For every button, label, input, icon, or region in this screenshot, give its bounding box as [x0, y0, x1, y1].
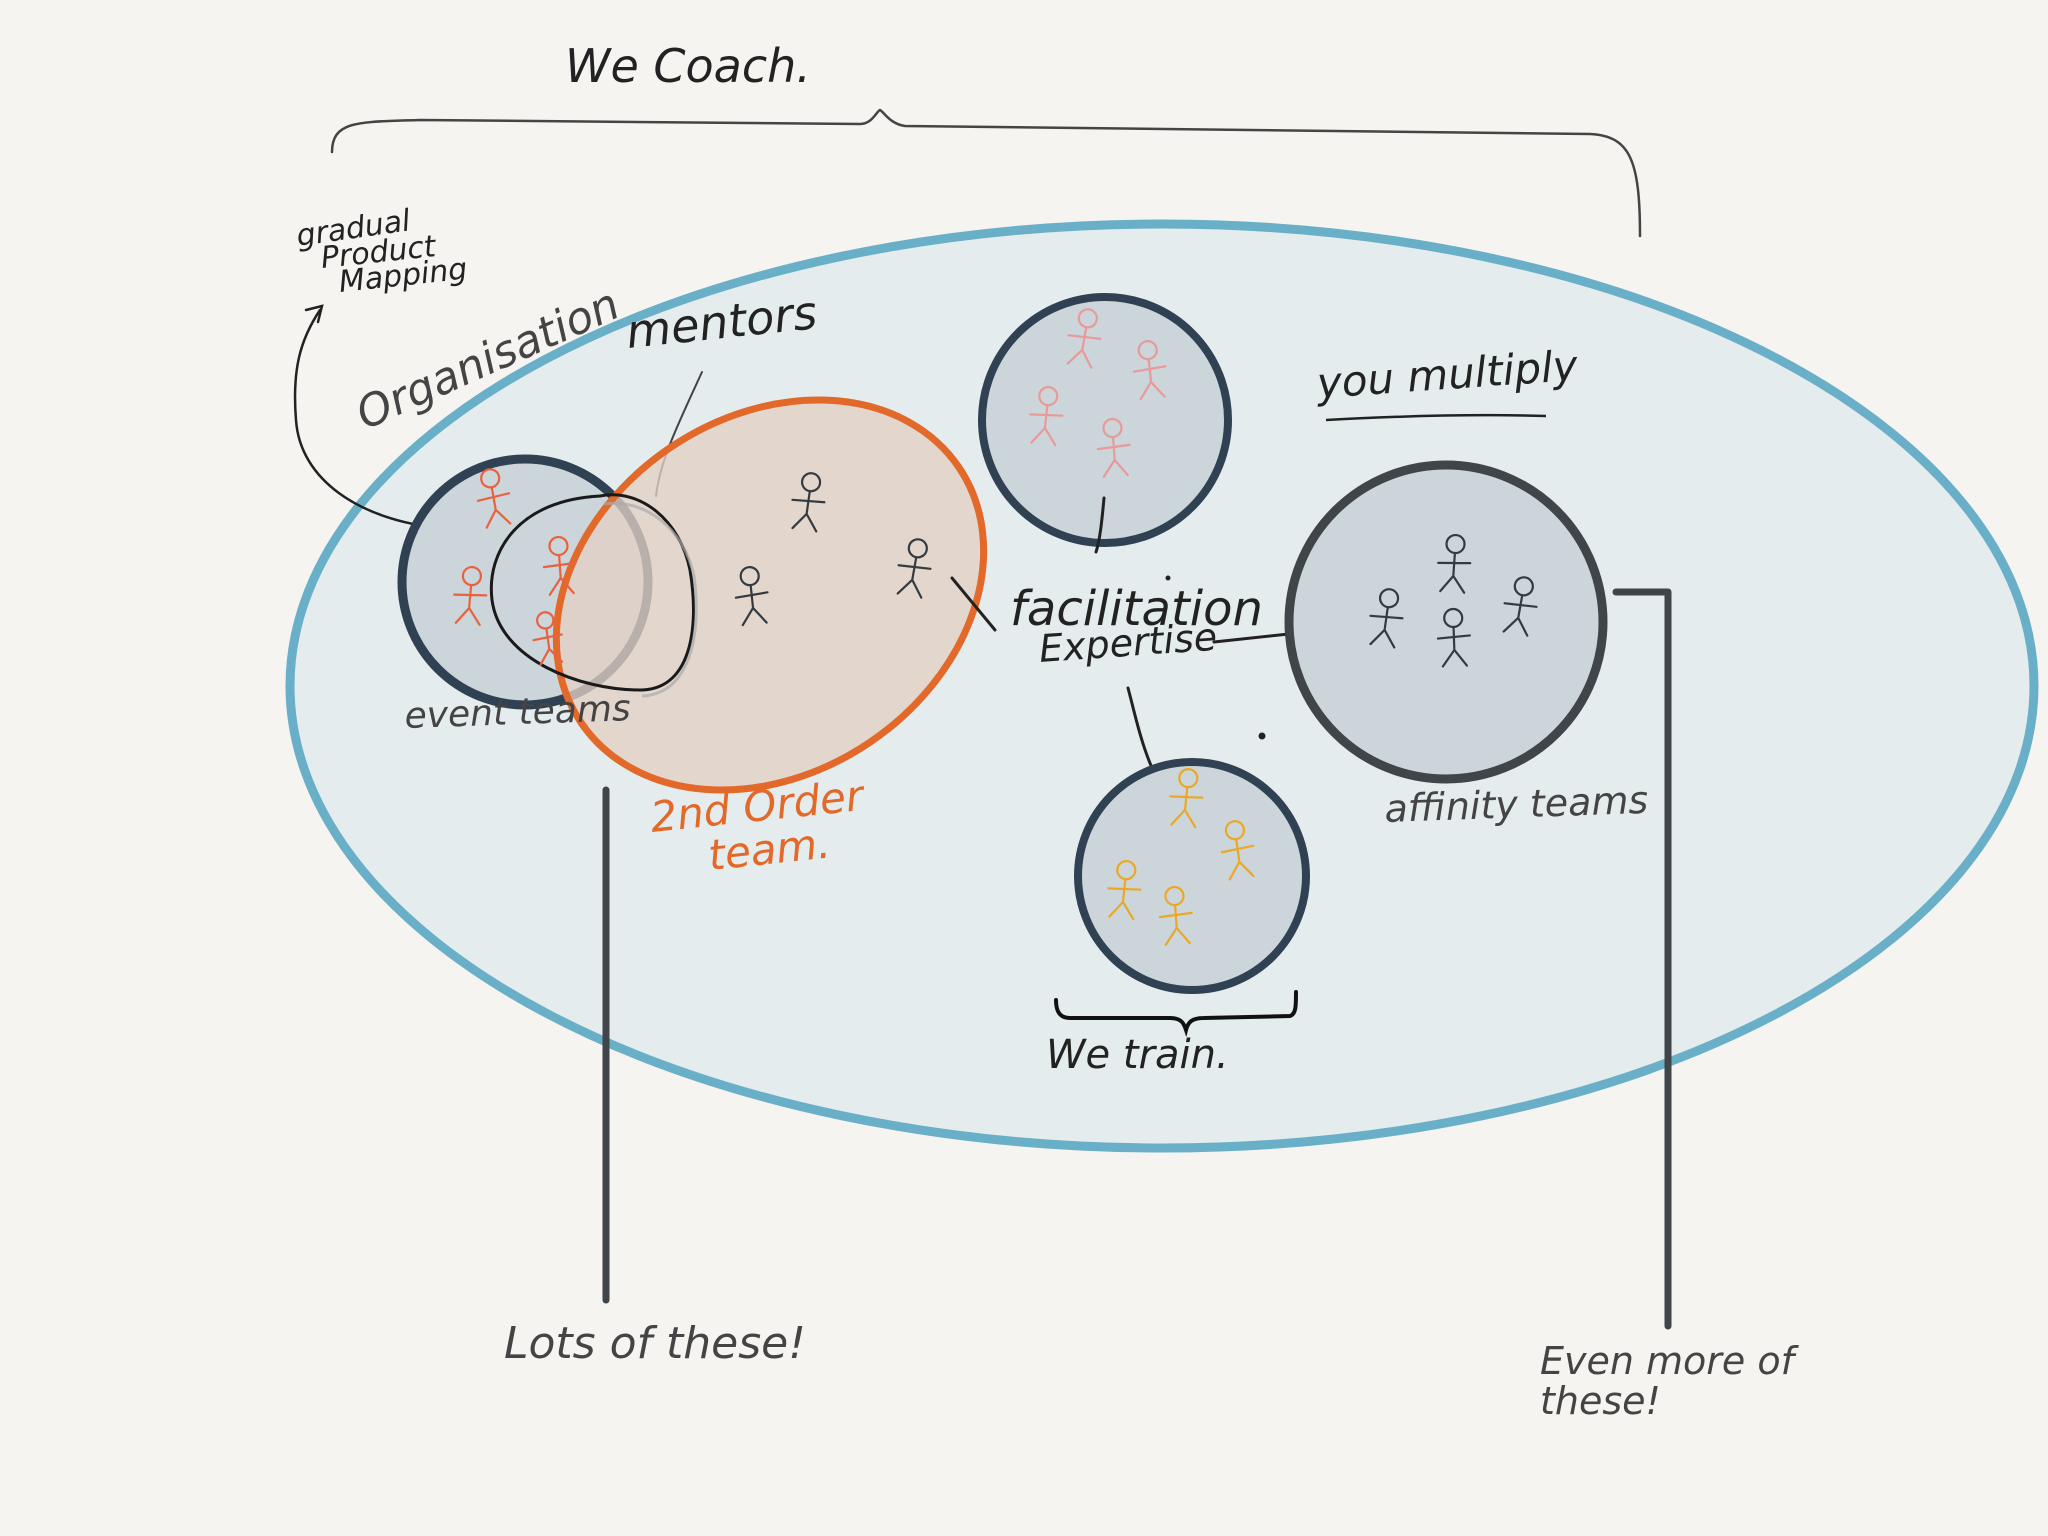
we-train-brace — [1054, 990, 1298, 1038]
stick-figure-icon — [1132, 340, 1167, 401]
stick-figure-icon — [1029, 386, 1064, 447]
stick-figure-icon — [542, 535, 577, 596]
affinity-team-figures — [1369, 533, 1538, 668]
facilitation-line-to-trained — [1126, 686, 1154, 770]
stick-figure-icon — [1437, 533, 1472, 594]
we-train-label: We train. — [1046, 1032, 1229, 1078]
stick-figure-icon — [1436, 607, 1471, 668]
stick-figure-icon — [1158, 885, 1193, 946]
lots-of-these-label: Lots of these! — [504, 1318, 806, 1369]
affinity-teams-label: affinity teams — [1384, 778, 1649, 831]
pink-team-circle — [978, 293, 1232, 547]
stick-figure-icon — [1369, 588, 1404, 649]
stick-figure-icon — [734, 566, 769, 627]
event-team-figures — [453, 468, 577, 666]
stick-figure-icon — [476, 468, 512, 529]
even-more-label-2: these! — [1540, 1379, 1661, 1423]
mentors-loop-shadow — [603, 501, 698, 698]
ink-dot — [1258, 732, 1266, 740]
even-more-pointer — [1612, 588, 1672, 1330]
coach-brace — [330, 108, 1642, 238]
facilitation-label: facilitation — [1010, 581, 1263, 637]
trained-team-figures — [1107, 768, 1255, 946]
trained-team-circle — [1074, 758, 1310, 994]
stick-figure-icon — [453, 565, 488, 627]
stick-figure-icon — [1107, 860, 1142, 921]
stick-figure-icon — [791, 472, 826, 533]
even-more-label-1: Even more of — [1540, 1339, 1800, 1383]
ink-dot-2 — [1165, 575, 1171, 581]
facilitation-line-to-pink-team — [1094, 496, 1106, 554]
stick-figure-icon — [532, 611, 564, 666]
we-coach-label: We Coach. — [565, 39, 811, 93]
stick-figure-icon — [1220, 820, 1255, 881]
stick-figure-icon — [1502, 576, 1538, 637]
stick-figure-icon — [896, 538, 932, 599]
you-multiply-underline — [1325, 413, 1547, 422]
event-teams-label: event teams — [404, 688, 631, 737]
second-order-team-ellipse — [552, 396, 988, 794]
stick-figure-icon — [1096, 417, 1131, 478]
facilitation-line-to-second-order — [950, 576, 997, 632]
product-mapping-arrow — [293, 304, 442, 530]
stick-figure-icon — [1169, 768, 1204, 829]
stick-figure-icon — [1066, 308, 1102, 369]
pink-team-figures — [1029, 308, 1167, 478]
second-order-figures — [734, 472, 932, 627]
